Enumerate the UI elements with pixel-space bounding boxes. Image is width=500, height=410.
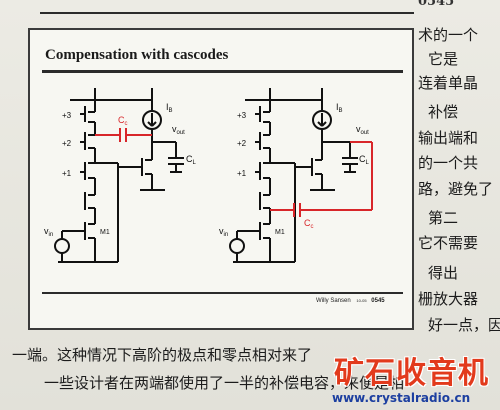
side-text-line: 好一点，因 [428,316,500,334]
watermark-logo: 矿石收音机 [334,356,489,391]
label-cc-right: Cc [304,218,314,230]
label-m1-left: M1 [100,229,110,236]
label-ib-right: IB [336,102,343,114]
figure-page-code: 0545 [371,298,385,304]
body-text-line: 一端。这种情况下高阶的极点和零点相对来了 [12,346,313,364]
side-text-line: 栅放大器 [418,290,479,308]
figure-credit: Willy Sansen 10-05 0545 [316,298,385,304]
side-text-line: 连着单晶 [418,74,479,92]
label-ib-left: IB [166,102,173,114]
label-cl-right: CL [359,154,370,166]
figure-title-rule [42,70,403,73]
watermark-url: www.crystalradio.cn [332,391,471,405]
label-plus3-right: +3 [237,111,247,120]
side-text-line: 得出 [428,264,459,282]
label-plus2-right: +2 [237,139,247,148]
side-text-line: 路，避免了 [418,180,494,198]
left-circuit [54,88,184,263]
side-text-line: 它不需要 [418,234,479,252]
side-text-line: 它是 [428,50,459,68]
label-plus2-left: +2 [62,139,72,148]
figure-bottom-rule [42,292,403,294]
side-text-line: 补偿 [428,103,459,121]
label-vout-right: vout [356,124,369,136]
body-text-line: 一些设计者在两端都使用了一半的补偿电容，来便是相 [44,374,405,392]
side-text-line: 输出端和 [418,129,479,147]
label-m1-right: M1 [275,229,285,236]
label-plus1-left: +1 [62,169,72,178]
right-compensation-capacitor [270,141,373,217]
side-text-line: 第二 [428,209,459,227]
label-cc-left: Cc [118,115,128,127]
side-text-line: 术的一个 [418,26,479,44]
credit-code: 10-05 [356,298,367,303]
header-page-code: 0545 [418,0,455,9]
label-plus1-right: +1 [237,169,247,178]
label-plus3-left: +3 [62,111,72,120]
figure-title: Compensation with cascodes [45,47,229,63]
right-circuit [229,88,358,263]
label-vout-left: vout [172,124,185,136]
author-name: Willy Sansen [316,298,351,304]
label-vin-right: vin [219,226,228,238]
label-cl-left: CL [186,154,197,166]
label-vin-left: vin [44,226,53,238]
side-text-line: 的一个共 [418,154,479,172]
figure-top-line [40,12,414,14]
left-compensation-capacitor [95,128,152,142]
